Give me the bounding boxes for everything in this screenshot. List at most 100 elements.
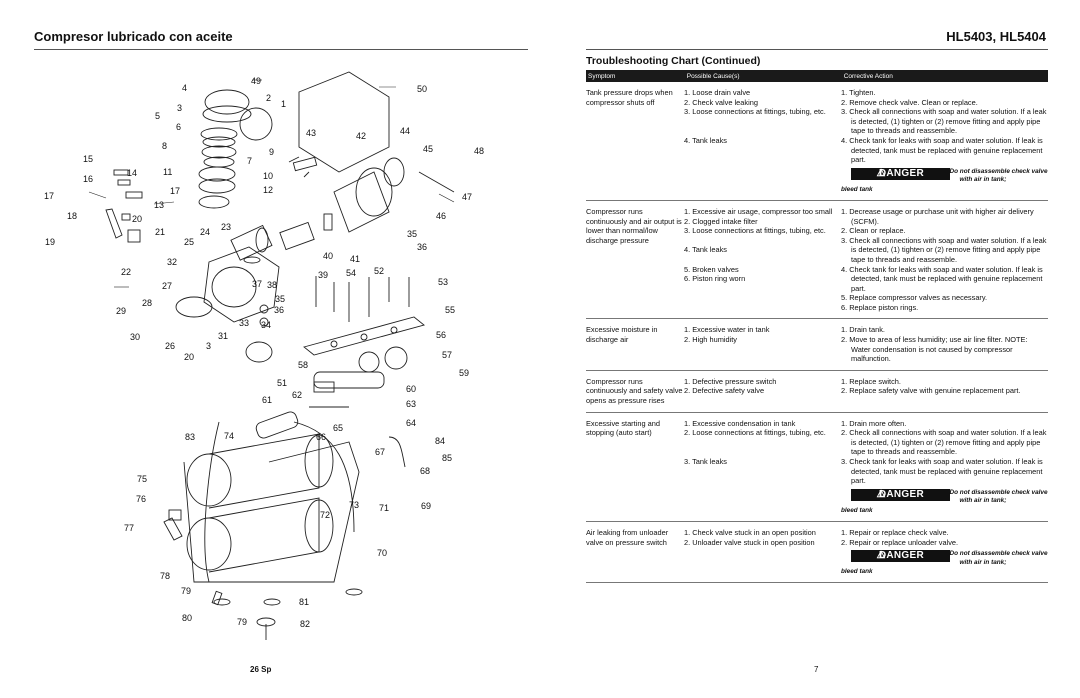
svg-text:28: 28 [142, 298, 152, 308]
svg-text:12: 12 [263, 185, 273, 195]
svg-text:29: 29 [116, 306, 126, 316]
svg-text:2: 2 [266, 93, 271, 103]
svg-text:33: 33 [239, 318, 249, 328]
svg-text:54: 54 [346, 268, 356, 278]
danger-tail: bleed tank [841, 506, 873, 514]
cause-item [684, 438, 841, 448]
svg-text:85: 85 [442, 453, 452, 463]
svg-text:37: 37 [252, 279, 262, 289]
actions-cell: 1. Replace switch.2. Replace safety valv… [841, 377, 1048, 406]
action-item: 5. Replace compressor valves as necessar… [841, 293, 988, 303]
svg-text:7: 7 [247, 156, 252, 166]
right-header-rule [586, 49, 1048, 50]
svg-text:6: 6 [176, 122, 181, 132]
danger-badge: ⚠ DANGER [851, 488, 950, 501]
svg-text:65: 65 [333, 423, 343, 433]
danger-tail: bleed tank [841, 185, 873, 193]
cause-item: 3. Loose connections at fittings, tubing… [684, 226, 826, 236]
svg-text:24: 24 [200, 227, 210, 237]
svg-text:25: 25 [184, 237, 194, 247]
svg-text:35: 35 [407, 229, 417, 239]
svg-text:23: 23 [221, 222, 231, 232]
cause-item: 1. Defective pressure switch [684, 376, 777, 386]
svg-text:8: 8 [162, 141, 167, 151]
svg-text:74: 74 [224, 431, 234, 441]
svg-text:35: 35 [275, 294, 285, 304]
cause-item [684, 447, 841, 457]
svg-text:82: 82 [300, 619, 310, 629]
svg-text:45: 45 [423, 144, 433, 154]
svg-text:73: 73 [349, 500, 359, 510]
action-item: 1. Decrease usage or purchase unit with … [841, 206, 1034, 226]
cause-item: 4. Tank leaks [684, 135, 728, 145]
svg-text:59: 59 [459, 368, 469, 378]
svg-text:79: 79 [237, 617, 247, 627]
table-row: Compressor runs continuously and safety … [586, 371, 1048, 413]
svg-text:14: 14 [127, 168, 137, 178]
section-title: Troubleshooting Chart (Continued) [586, 55, 761, 67]
svg-text:52: 52 [374, 266, 384, 276]
right-page-title: HL5403, HL5404 [946, 29, 1046, 44]
svg-text:18: 18 [67, 211, 77, 221]
svg-text:47: 47 [462, 192, 472, 202]
cause-item: 5. Broken valves [684, 264, 739, 274]
svg-text:55: 55 [445, 305, 455, 315]
cause-item: 2. Unloader valve stuck in open position [684, 537, 815, 547]
svg-text:68: 68 [420, 466, 430, 476]
table-body: Tank pressure drops when compressor shut… [586, 82, 1048, 584]
svg-text:57: 57 [442, 350, 452, 360]
cause-item: 1. Check valve stuck in an open position [684, 527, 816, 537]
cause-item: 6. Piston ring worn [684, 274, 746, 284]
svg-text:36: 36 [417, 242, 427, 252]
svg-text:44: 44 [400, 126, 410, 136]
danger-badge: ⚠ DANGER [851, 167, 950, 180]
action-item: 2. Remove check valve. Clean or replace. [841, 97, 978, 107]
troubleshooting-table: Symptom Possible Cause(s) Corrective Act… [586, 70, 1048, 584]
svg-text:72: 72 [320, 510, 330, 520]
cause-item: 4. Tank leaks [684, 245, 728, 255]
left-page-number: 26 Sp [250, 665, 272, 674]
action-item: 2. Replace safety valve with genuine rep… [841, 386, 1021, 396]
svg-text:60: 60 [406, 384, 416, 394]
left-header-rule [34, 49, 528, 50]
action-item: 1. Replace switch. [841, 376, 901, 386]
cause-item [684, 236, 841, 246]
svg-text:83: 83 [185, 432, 195, 442]
header-causes: Possible Cause(s) [686, 72, 740, 80]
svg-text:48: 48 [474, 146, 484, 156]
action-item: 3. Check all connections with soap and w… [841, 235, 1047, 264]
action-item: 3. Check all connections with soap and w… [841, 107, 1047, 136]
danger-text: Do not disassemble check valve with air … [949, 488, 1048, 505]
svg-text:32: 32 [167, 257, 177, 267]
svg-text:43: 43 [306, 128, 316, 138]
svg-text:20: 20 [132, 214, 142, 224]
cause-item [684, 255, 841, 265]
cause-item: 1. Excessive air usage, compressor too s… [684, 206, 833, 216]
svg-text:50: 50 [417, 84, 427, 94]
causes-cell: 1. Excessive air usage, compressor too s… [684, 207, 841, 313]
cause-item: 2. Clogged intake filter [684, 216, 758, 226]
svg-text:66: 66 [316, 432, 326, 442]
svg-text:39: 39 [318, 270, 328, 280]
action-item: 1. Tighten. [841, 88, 876, 97]
symptom-cell: Excessive moisture in discharge air [586, 325, 658, 345]
action-item: 4. Check tank for leaks with soap and wa… [841, 135, 1043, 165]
svg-text:17: 17 [44, 191, 54, 201]
svg-text:49: 49 [251, 76, 261, 86]
cause-item: 3. Loose connections at fittings, tubing… [684, 107, 826, 117]
svg-text:51: 51 [277, 378, 287, 388]
danger-text: Do not disassemble check valve with air … [949, 550, 1048, 566]
danger-label: DANGER [878, 488, 924, 500]
actions-cell: 1. Tighten.2. Remove check valve. Clean … [841, 88, 1048, 194]
table-row: Tank pressure drops when compressor shut… [586, 82, 1048, 201]
cause-item [684, 126, 841, 136]
table-header-row: Symptom Possible Cause(s) Corrective Act… [586, 70, 1048, 82]
svg-text:30: 30 [130, 332, 140, 342]
svg-text:79: 79 [181, 586, 191, 596]
svg-text:34: 34 [261, 320, 271, 330]
svg-text:77: 77 [124, 523, 134, 533]
svg-text:62: 62 [292, 390, 302, 400]
